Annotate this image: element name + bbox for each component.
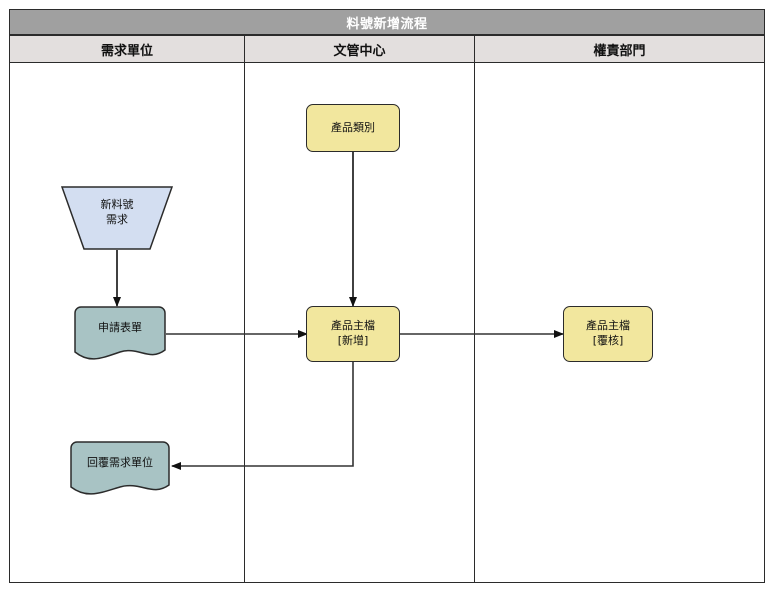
node-product-master-review[interactable]: 產品主檔 [覆核] — [563, 306, 653, 362]
lane-header-responsible: 權責部門 — [474, 35, 765, 63]
lane-divider-2 — [474, 62, 475, 583]
node-application-form[interactable]: 申請表單 — [74, 306, 166, 362]
node-product-master-add[interactable]: 產品主檔 [新增] — [306, 306, 400, 362]
lane-header-requester: 需求單位 — [9, 35, 245, 63]
node-new-part-request[interactable]: 新料號 需求 — [61, 186, 173, 250]
node-reply-requester[interactable]: 回覆需求單位 — [70, 441, 170, 497]
node-product-category[interactable]: 產品類別 — [306, 104, 400, 152]
lane-divider-1 — [244, 62, 245, 583]
lane-header-doc-center: 文管中心 — [244, 35, 475, 63]
diagram-title: 料號新增流程 — [9, 9, 765, 35]
